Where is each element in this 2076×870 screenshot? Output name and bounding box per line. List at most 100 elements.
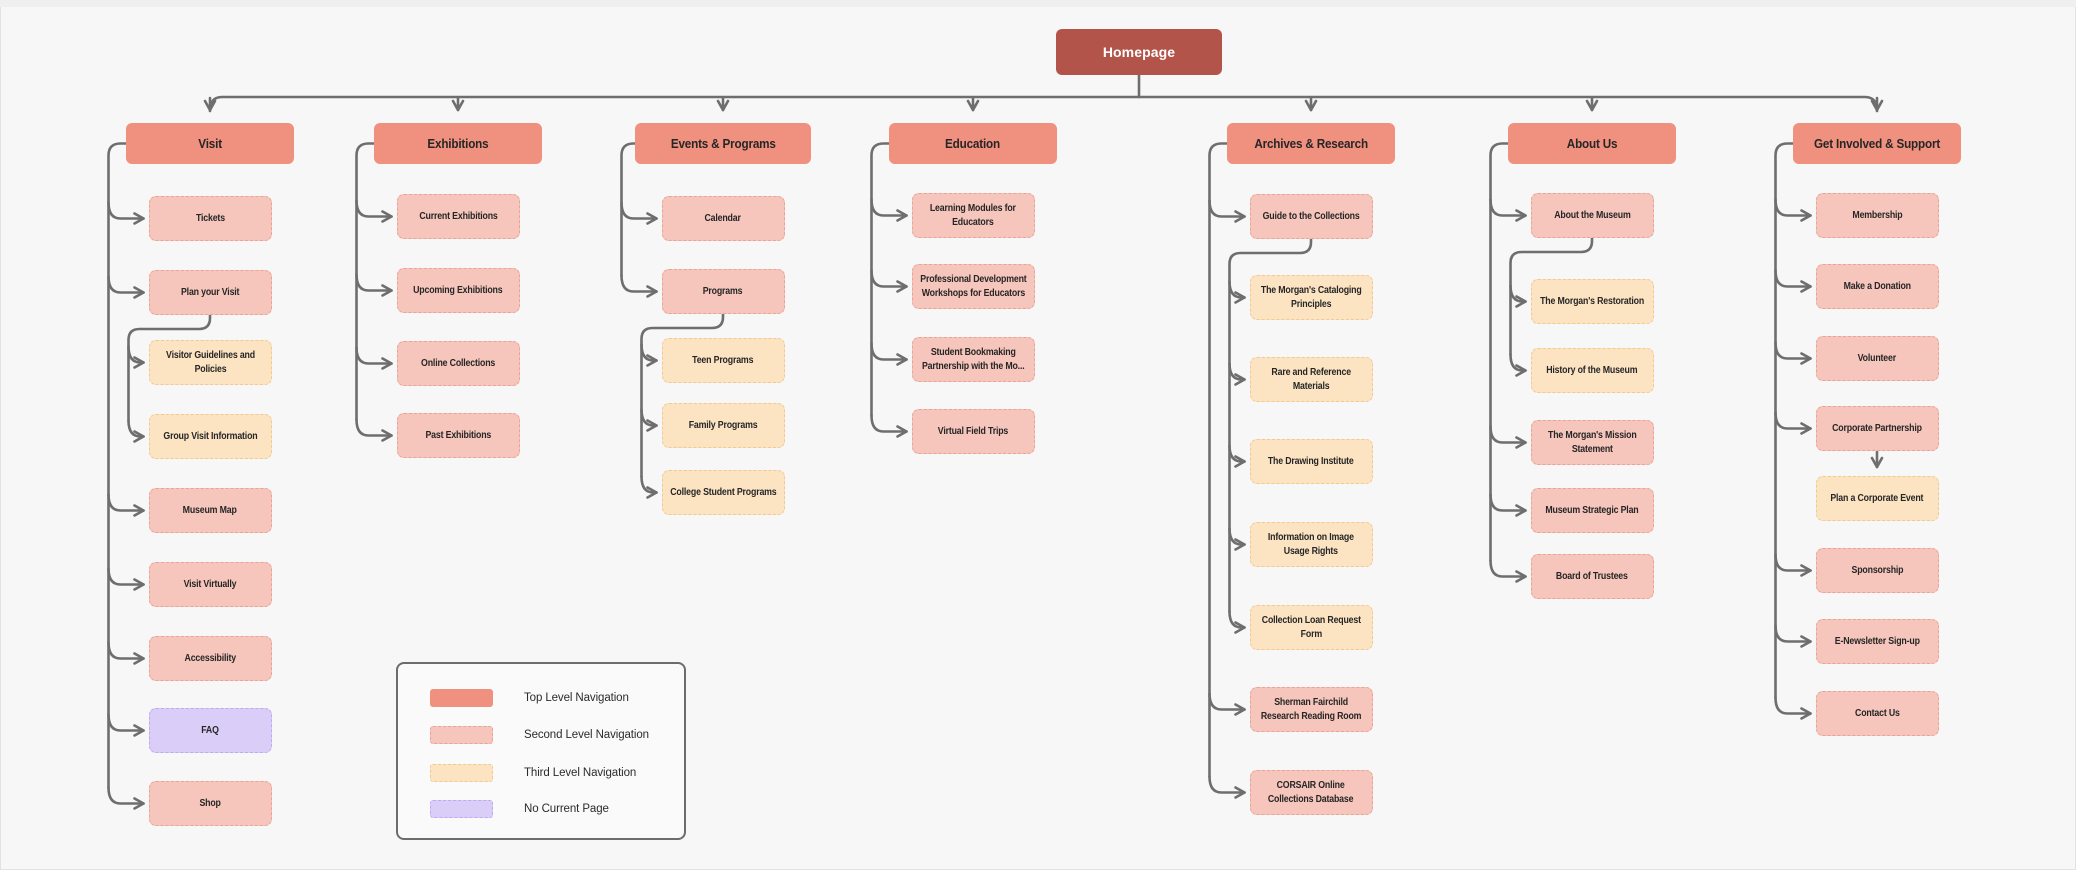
node-get-involved-support[interactable]: Get Involved & Support [1793,123,1961,164]
node-the-morgan-s-restoration[interactable]: The Morgan's Restoration [1530,279,1654,324]
node-label: FAQ [201,724,219,736]
node-label: Plan a Corporate Event [1830,492,1924,504]
node-professional-development-workshops-for-educators[interactable]: Professional Development Workshops for E… [911,264,1035,309]
node-label: Museum Map [183,504,237,516]
node-corporate-partnership[interactable]: Corporate Partnership [1815,406,1939,451]
node-history-of-the-museum[interactable]: History of the Museum [1530,348,1654,393]
legend-item-top-level: Top Level Navigation [430,689,629,707]
node-collection-loan-request-form[interactable]: Collection Loan Request Form [1249,605,1373,650]
node-exhibitions[interactable]: Exhibitions [374,123,542,164]
node-label: The Morgan's Cataloging Principles [1260,285,1362,310]
node-label: Membership [1851,209,1903,221]
node-label: Current Exhibitions [418,210,498,222]
node-teen-programs[interactable]: Teen Programs [661,338,785,383]
node-label: Sherman Fairchild Research Reading Room [1260,697,1362,722]
node-student-bookmaking-partnership-with-the-mo[interactable]: Student Bookmaking Partnership with the … [911,337,1035,382]
node-label: Accessibility [184,652,236,664]
node-label: Student Bookmaking Partnership with the … [921,347,1025,372]
legend-label: Top Level Navigation [524,692,629,704]
node-faq[interactable]: FAQ [148,708,272,753]
node-visit[interactable]: Visit [126,123,294,164]
node-label: Group Visit Information [162,430,258,442]
node-about-the-museum[interactable]: About the Museum [1530,193,1654,238]
node-the-morgan-s-mission-statement[interactable]: The Morgan's Mission Statement [1530,420,1654,465]
node-label: Plan your Visit [180,286,240,298]
node-board-of-trustees[interactable]: Board of Trustees [1530,554,1654,599]
node-group-visit-information[interactable]: Group Visit Information [148,414,272,459]
node-plan-your-visit[interactable]: Plan your Visit [148,270,272,315]
node-family-programs[interactable]: Family Programs [661,403,785,448]
node-label: Visitor Guidelines and Policies [165,350,255,375]
node-museum-strategic-plan[interactable]: Museum Strategic Plan [1530,488,1654,533]
node-upcoming-exhibitions[interactable]: Upcoming Exhibitions [396,268,520,313]
node-label: College Student Programs [669,486,777,498]
node-label: Get Involved & Support [1813,136,1941,151]
node-label: Education [945,136,1001,151]
node-label: Museum Strategic Plan [1545,504,1639,516]
node-label: Programs [703,285,743,297]
node-past-exhibitions[interactable]: Past Exhibitions [396,413,520,458]
node-contact-us[interactable]: Contact Us [1815,691,1939,736]
node-sponsorship[interactable]: Sponsorship [1815,548,1939,593]
node-programs[interactable]: Programs [661,269,785,314]
legend-swatch-second-level [430,726,493,744]
node-education[interactable]: Education [889,123,1057,164]
legend-swatch-no-current-page [430,800,493,818]
node-label: About the Museum [1553,209,1631,221]
node-label: Calendar [704,212,742,224]
node-the-morgan-s-cataloging-principles[interactable]: The Morgan's Cataloging Principles [1249,275,1373,320]
node-label: History of the Museum [1546,364,1638,376]
node-make-a-donation[interactable]: Make a Donation [1815,264,1939,309]
node-learning-modules-for-educators[interactable]: Learning Modules for Educators [911,193,1035,238]
legend-label: Second Level Navigation [524,729,649,741]
node-label: Volunteer [1857,352,1897,364]
node-label: The Morgan's Mission Statement [1547,430,1637,455]
node-membership[interactable]: Membership [1815,193,1939,238]
legend-item-third-level: Third Level Navigation [430,764,636,782]
node-label: Upcoming Exhibitions [413,284,503,296]
node-corsair-online-collections-database[interactable]: CORSAIR Online Collections Database [1249,770,1373,815]
node-tickets[interactable]: Tickets [148,196,272,241]
node-visit-virtually[interactable]: Visit Virtually [148,562,272,607]
node-events-programs[interactable]: Events & Programs [635,123,811,164]
node-label: Corporate Partnership [1832,422,1922,434]
node-label: Events & Programs [670,136,776,151]
node-online-collections[interactable]: Online Collections [396,341,520,386]
node-college-student-programs[interactable]: College Student Programs [661,470,785,515]
node-virtual-field-trips[interactable]: Virtual Field Trips [911,409,1035,454]
node-label: Tickets [195,212,225,224]
node-homepage[interactable]: Homepage [1056,29,1222,75]
node-label: Exhibitions [427,136,489,151]
node-museum-map[interactable]: Museum Map [148,488,272,533]
node-rare-and-reference-materials[interactable]: Rare and Reference Materials [1249,357,1373,402]
node-label: CORSAIR Online Collections Database [1268,780,1354,805]
node-label: The Morgan's Restoration [1540,295,1644,307]
node-label: Learning Modules for Educators [930,203,1016,228]
node-e-newsletter-sign-up[interactable]: E-Newsletter Sign-up [1815,619,1939,664]
node-information-on-image-usage-rights[interactable]: Information on Image Usage Rights [1249,522,1373,567]
node-sherman-fairchild-research-reading-room[interactable]: Sherman Fairchild Research Reading Room [1249,687,1373,732]
legend-label: Third Level Navigation [524,767,637,779]
legend-item-second-level: Second Level Navigation [430,726,649,744]
node-archives-research[interactable]: Archives & Research [1227,123,1395,164]
node-current-exhibitions[interactable]: Current Exhibitions [396,194,520,239]
node-label: Guide to the Collections [1262,210,1360,222]
node-the-drawing-institute[interactable]: The Drawing Institute [1249,439,1373,484]
node-label: Family Programs [688,419,758,431]
node-label: About Us [1566,136,1618,151]
node-guide-to-the-collections[interactable]: Guide to the Collections [1249,194,1373,239]
node-visitor-guidelines-and-policies[interactable]: Visitor Guidelines and Policies [148,340,272,385]
node-label: Collection Loan Request Form [1261,615,1361,640]
node-calendar[interactable]: Calendar [661,196,785,241]
node-label: Past Exhibitions [425,429,491,441]
node-accessibility[interactable]: Accessibility [148,636,272,681]
node-shop[interactable]: Shop [148,781,272,826]
node-label: E-Newsletter Sign-up [1834,635,1920,647]
node-plan-a-corporate-event[interactable]: Plan a Corporate Event [1815,476,1939,521]
node-label: Information on Image Usage Rights [1268,532,1354,557]
node-about-us[interactable]: About Us [1508,123,1676,164]
node-label: Make a Donation [1843,280,1911,292]
node-label: Virtual Field Trips [937,425,1009,437]
node-volunteer[interactable]: Volunteer [1815,336,1939,381]
